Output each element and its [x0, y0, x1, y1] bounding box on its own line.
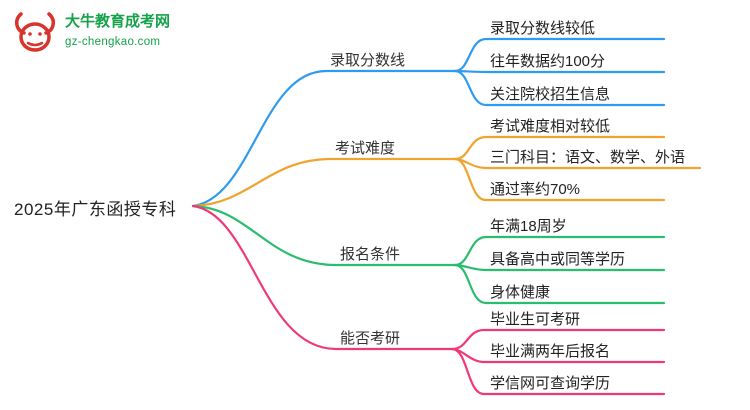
- leaf-node-0-1: 往年数据约100分: [490, 53, 606, 70]
- connector-branch-3-leaf-0: [450, 328, 666, 351]
- connector-branch-1-leaf-2: [453, 157, 666, 202]
- leaf-node-0-0: 录取分数线较低: [490, 20, 596, 37]
- leaf-node-2-1: 具备高中或同等学历: [490, 251, 626, 268]
- leaf-node-0-2: 关注院校招生信息: [490, 86, 611, 103]
- branch-node-0: 录取分数线: [330, 52, 406, 69]
- connector-root-to-branch-3: [191, 204, 454, 351]
- connector-branch-3-leaf-2: [450, 347, 666, 396]
- leaf-node-2-2: 身体健康: [490, 284, 551, 301]
- logo-title: 大牛教育成考网: [65, 13, 171, 30]
- connector-branch-0-leaf-2: [453, 69, 666, 107]
- connector-branch-0-leaf-0: [453, 37, 666, 73]
- connector-branch-2-leaf-2: [453, 263, 666, 305]
- bull-logo-icon: [15, 12, 55, 52]
- connector-root-to-branch-0: [191, 69, 457, 208]
- connector-root-to-branch-2: [191, 204, 457, 267]
- connector-branch-2-leaf-0: [453, 235, 666, 267]
- branch-node-1: 考试难度: [335, 140, 396, 157]
- leaf-node-1-2: 通过率约70%: [490, 181, 581, 198]
- leaf-node-1-1: 三门科目：语文、数学、外语: [490, 149, 686, 166]
- branch-node-2: 报名条件: [340, 246, 401, 263]
- connector-branch-0-leaf-1: [453, 69, 666, 74]
- root-node: 2025年广东函授专科: [14, 200, 177, 219]
- leaf-node-3-1: 毕业满两年后报名: [490, 343, 611, 360]
- site-logo: 大牛教育成考网 gz-chengkao.com: [12, 10, 170, 54]
- logo-url: gz-chengkao.com: [65, 35, 161, 48]
- leaf-node-3-2: 学信网可查询学历: [490, 375, 611, 392]
- leaf-node-3-0: 毕业生可考研: [490, 311, 581, 328]
- connector-branch-1-leaf-0: [453, 135, 666, 161]
- branch-node-3: 能否考研: [340, 330, 401, 347]
- logo-text: 大牛教育成考网 gz-chengkao.com: [65, 13, 170, 49]
- leaf-node-2-0: 年满18周岁: [490, 218, 567, 235]
- leaf-node-1-0: 考试难度相对较低: [490, 118, 611, 135]
- connector-root-to-branch-1: [191, 157, 457, 208]
